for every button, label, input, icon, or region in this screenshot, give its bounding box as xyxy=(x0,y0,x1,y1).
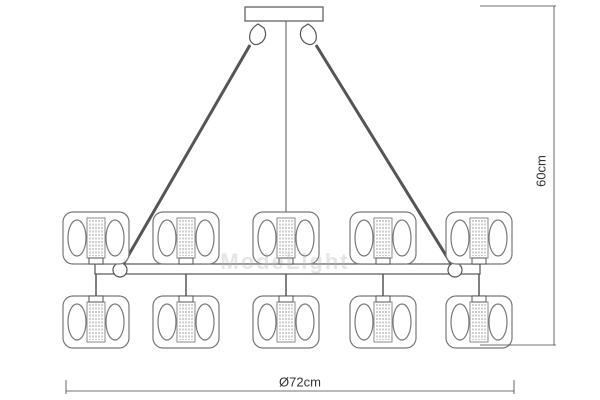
diameter-dimension-label: Ø72cm xyxy=(279,374,321,390)
lamp-shade xyxy=(252,274,320,349)
shade-oval-right xyxy=(195,303,215,341)
shade-oval-left xyxy=(67,303,87,341)
shade-oval-right xyxy=(105,303,125,341)
lamp-shade xyxy=(349,211,417,265)
socket-cup xyxy=(278,257,294,265)
right-outer-rod-highlight xyxy=(311,44,452,271)
socket-cup xyxy=(471,257,487,265)
shade-oval-right xyxy=(488,303,508,341)
lamp-shade xyxy=(445,274,513,349)
shade-oval-left xyxy=(450,219,470,257)
watermark-logo: ModeLight xyxy=(220,249,350,274)
left-outer-rod xyxy=(118,44,252,271)
socket-cup xyxy=(278,295,294,303)
lamp-shade xyxy=(152,211,220,265)
shade-oval-left xyxy=(157,303,177,341)
shade-oval-right xyxy=(105,219,125,257)
shade-oval-left xyxy=(257,219,277,257)
left-joint xyxy=(112,262,128,278)
shade-oval-left xyxy=(157,219,177,257)
canopy-plate xyxy=(244,6,324,22)
dimension-lines xyxy=(65,5,556,394)
right-joint xyxy=(447,262,463,278)
socket-cup xyxy=(178,295,194,303)
socket-cup xyxy=(178,257,194,265)
lamp-shade xyxy=(62,211,130,265)
lamp-shade xyxy=(62,274,130,349)
shade-oval-right xyxy=(392,219,412,257)
socket-cup xyxy=(375,295,391,303)
socket-cup xyxy=(375,257,391,265)
socket-cup xyxy=(471,295,487,303)
left-swivel xyxy=(249,23,267,46)
lamp-shade xyxy=(445,211,513,265)
lamp-shades xyxy=(62,211,513,349)
shade-oval-right xyxy=(488,219,508,257)
shade-oval-right xyxy=(295,219,315,257)
socket-cup xyxy=(88,257,104,265)
shade-oval-right xyxy=(392,303,412,341)
lamp-shade xyxy=(349,274,417,349)
socket-cup xyxy=(88,295,104,303)
left-outer-rod-highlight xyxy=(123,44,255,271)
shade-oval-left xyxy=(67,219,87,257)
lamp-shade xyxy=(252,211,320,265)
suspension-rods xyxy=(94,21,481,278)
shade-oval-left xyxy=(354,219,374,257)
shade-oval-left xyxy=(450,303,470,341)
shade-oval-right xyxy=(295,303,315,341)
lamp-shade xyxy=(152,274,220,349)
right-outer-rod xyxy=(314,44,457,271)
right-swivel xyxy=(299,23,317,46)
shade-oval-left xyxy=(354,303,374,341)
shade-oval-left xyxy=(257,303,277,341)
height-dimension-label: 60cm xyxy=(533,155,549,187)
ceiling-canopy xyxy=(244,6,324,46)
shade-oval-right xyxy=(195,219,215,257)
